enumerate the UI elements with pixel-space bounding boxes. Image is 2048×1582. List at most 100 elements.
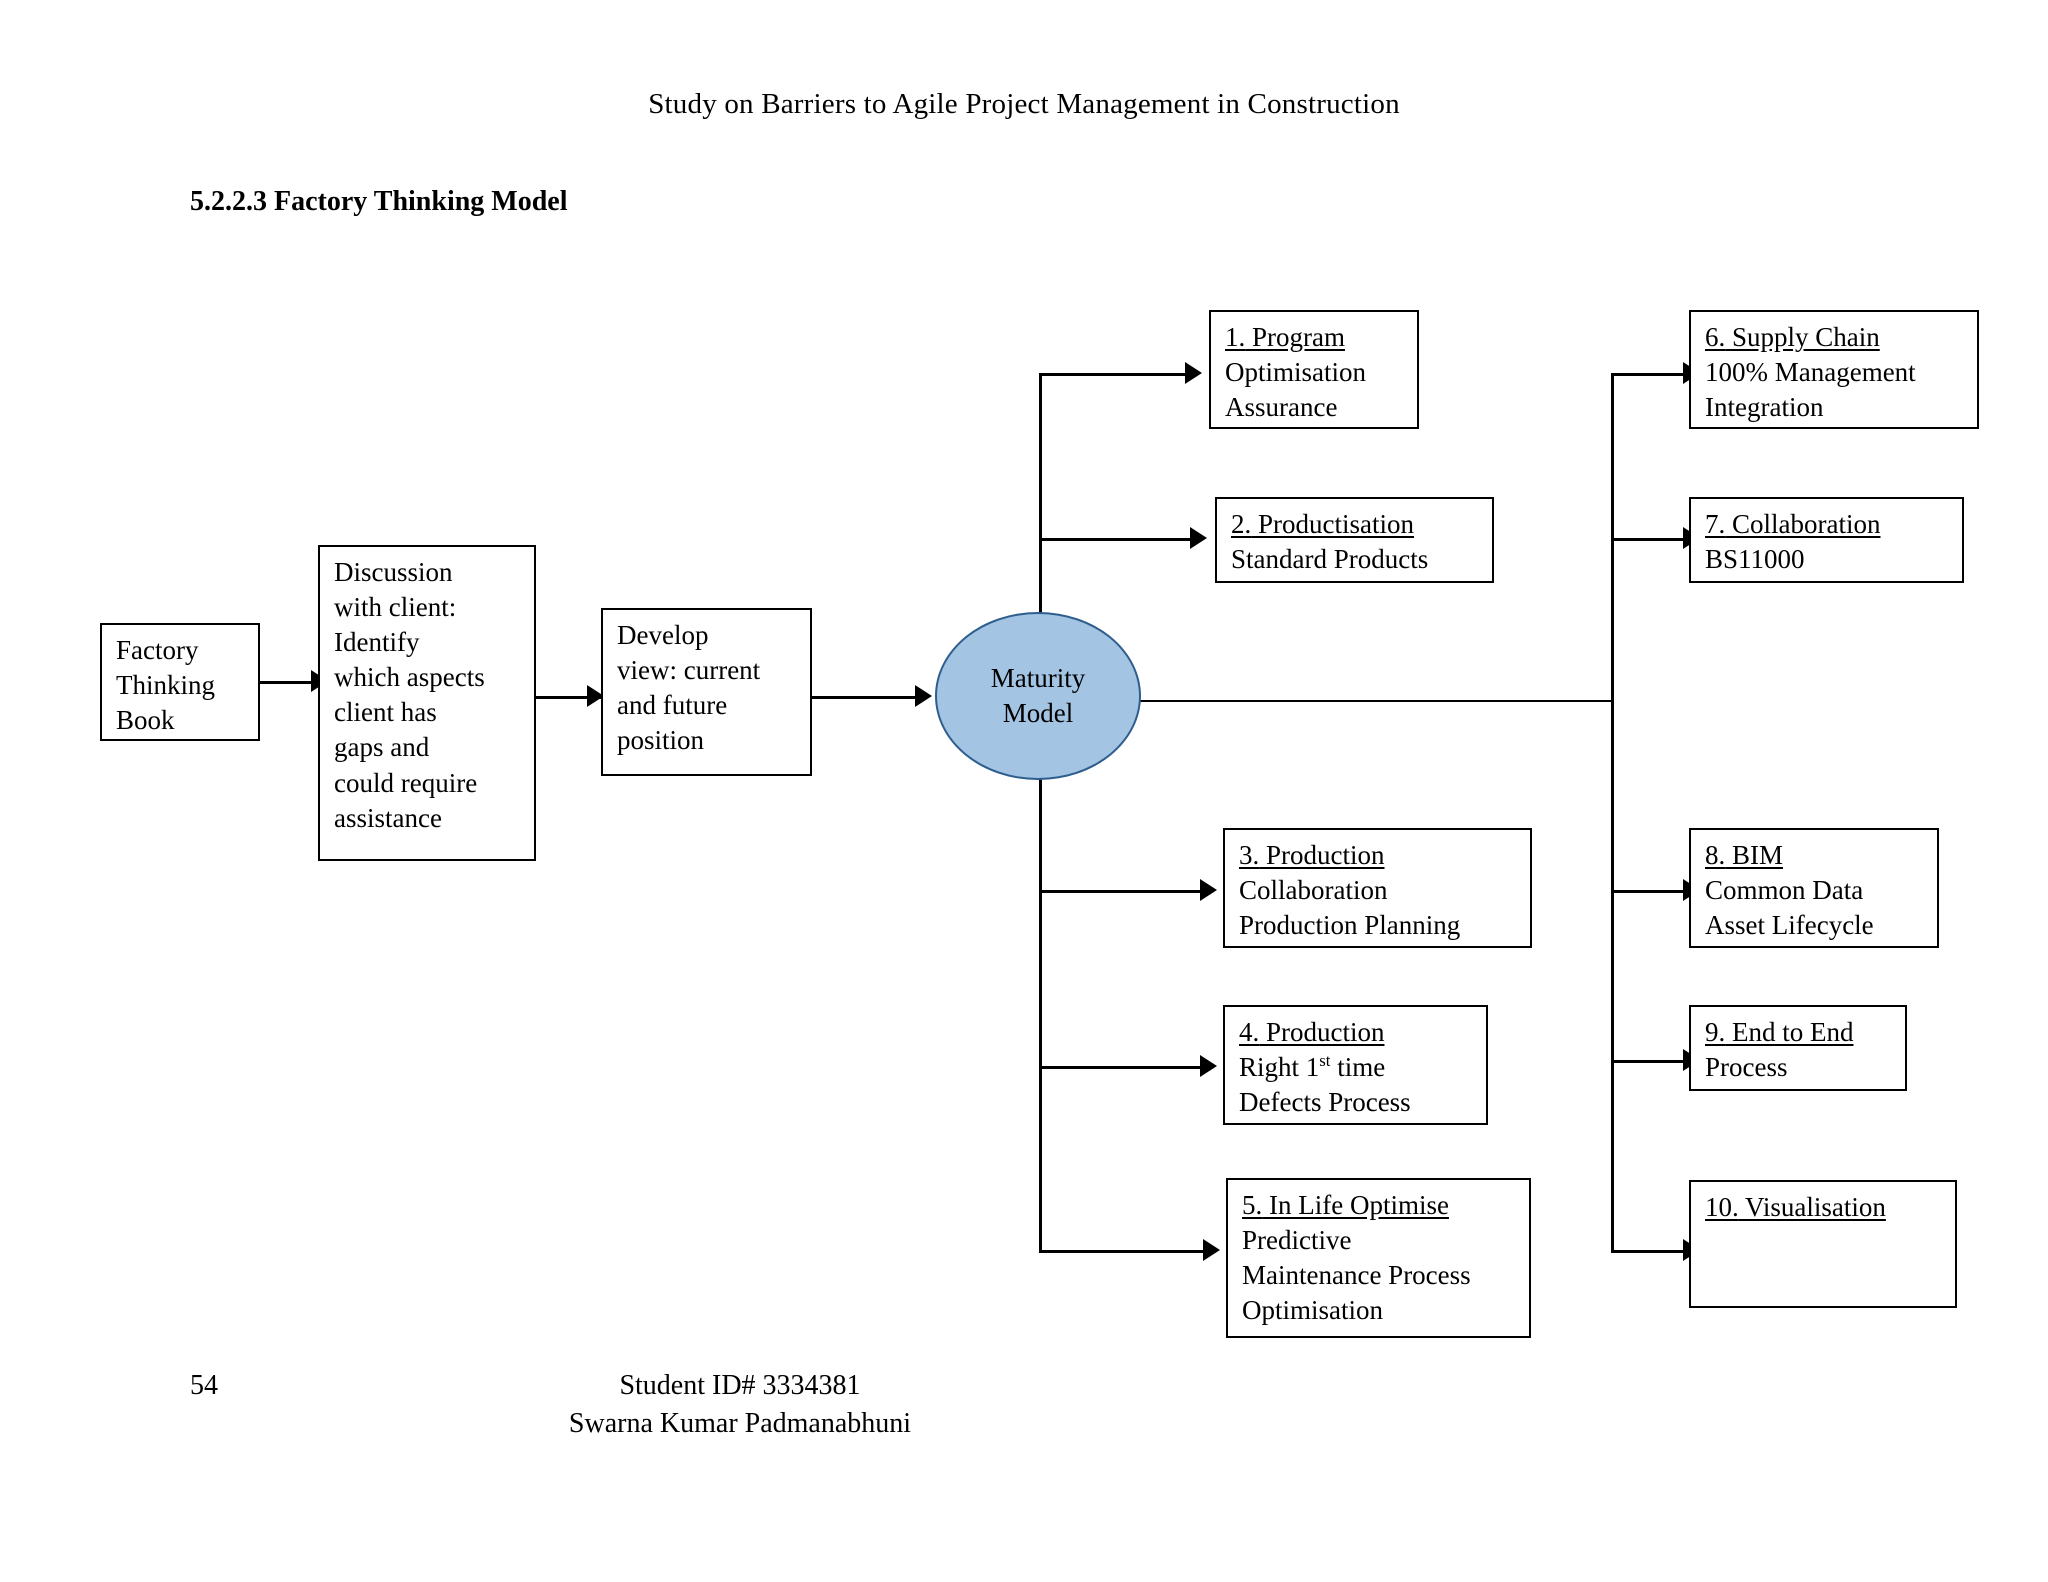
node-develop-view: Develop view: current and future positio… [601,608,812,776]
node-line: Assurance [1225,392,1338,423]
connector-discussion-to-develop [536,696,601,699]
branch-to-box-1 [1039,373,1189,376]
node-line: client has [334,697,437,728]
node-title: Visualisation [1745,1192,1886,1222]
node-box-5-in-life-optimise: 5. In Life Optimise Predictive Maintenan… [1226,1178,1531,1338]
arrowhead [587,685,604,707]
node-box-3-production-collaboration: 3. Production Collaboration Production P… [1223,828,1532,948]
node-line: Optimisation [1225,357,1366,388]
trunk-right-upper [1611,373,1614,701]
node-box-2-productisation: 2. Productisation Standard Products [1215,497,1494,583]
node-number: 3. [1239,840,1260,870]
branch-to-box-2 [1039,538,1194,541]
node-box-9-end-to-end: 9. End to End Process [1689,1005,1907,1091]
node-title-line: 6. Supply Chain [1705,320,1967,355]
node-number: 1. [1225,322,1246,352]
node-title: Production [1266,840,1385,870]
ellipse-line: Model [1002,698,1074,728]
node-line: Production Planning [1239,910,1461,941]
node-line: Predictive [1242,1225,1352,1256]
running-header: Study on Barriers to Agile Project Manag… [648,88,1400,120]
node-title-line: 7. Collaboration [1705,507,1952,542]
node-number: 7. [1705,509,1726,539]
node-number: 5. [1242,1190,1263,1220]
footer-author: Swarna Kumar Padmanabhuni [568,1408,912,1439]
node-line: Asset Lifecycle [1705,910,1874,941]
branch-to-box-7 [1611,538,1687,541]
node-line: position [617,725,705,756]
node-title-line: 1. Program [1225,320,1407,355]
node-line: Develop [617,620,709,650]
arrowhead [1203,1239,1220,1261]
node-box-7-collaboration: 7. Collaboration BS11000 [1689,497,1964,583]
node-title: In Life Optimise [1269,1190,1449,1220]
node-line: Right 1st time [1239,1051,1386,1083]
node-factory-thinking-book: Factory Thinking Book [100,623,260,741]
node-box-4-production-right-first-time: 4. Production Right 1st time Defects Pro… [1223,1005,1488,1125]
node-line: BS11000 [1705,544,1805,575]
node-box-6-supply-chain: 6. Supply Chain 100% Management Integrat… [1689,310,1979,429]
node-line: Optimisation [1242,1295,1383,1326]
ellipse-line: Maturity [990,662,1086,693]
node-line: with client: [334,592,457,623]
node-title: Collaboration [1732,509,1881,539]
node-line: Defects Process [1239,1087,1411,1118]
node-number: 4. [1239,1017,1260,1047]
node-maturity-model: Maturity Model [935,612,1141,780]
trunk-right-lower [1611,700,1614,1253]
connector-develop-to-maturity [812,696,925,699]
node-line: Common Data [1705,875,1864,906]
branch-to-box-5 [1039,1250,1207,1253]
node-line: assistance [334,802,442,833]
node-line: gaps and [334,732,430,763]
arrowhead [915,685,932,707]
node-discussion-with-client: Discussion with client: Identify which a… [318,545,536,861]
node-line: and future [617,690,728,721]
connector-maturity-to-right-trunk [1135,700,1613,702]
node-line: Discussion [334,557,453,587]
node-line: Thinking [116,670,215,701]
node-box-1-program: 1. Program Optimisation Assurance [1209,310,1419,429]
node-line: Identify [334,627,420,658]
connector-book-to-discussion [260,681,317,684]
branch-to-box-10 [1611,1250,1687,1253]
node-number: 10. [1705,1192,1739,1222]
node-box-8-bim: 8. BIM Common Data Asset Lifecycle [1689,828,1939,948]
trunk-left-upper [1039,373,1042,615]
node-line: Book [116,705,175,736]
footer-student-id: Student ID# 3334381 [619,1370,861,1401]
branch-to-box-6 [1611,373,1687,376]
node-number: 2. [1231,509,1252,539]
node-line: 100% Management [1705,357,1916,388]
node-line: Collaboration [1239,875,1388,906]
node-line: Maintenance Process [1242,1260,1471,1291]
arrowhead [1190,527,1207,549]
arrowhead [1185,362,1202,384]
node-number: 8. [1705,840,1726,870]
branch-to-box-3 [1039,890,1204,893]
node-title-line: 8. BIM [1705,838,1927,873]
branch-to-box-9 [1611,1060,1687,1063]
node-line: Standard Products [1231,544,1429,575]
node-line: Factory [116,635,199,665]
node-title-line: 4. Production [1239,1015,1476,1050]
node-title: End to End [1732,1017,1854,1047]
node-line: view: current [617,655,761,686]
node-title: Production [1266,1017,1385,1047]
branch-to-box-8 [1611,890,1687,893]
ordinal-suffix: st [1319,1051,1331,1071]
node-title-line: 10. Visualisation [1705,1190,1945,1225]
node-title: BIM [1732,840,1784,870]
node-line: which aspects [334,662,485,693]
trunk-left-lower [1039,775,1042,1253]
node-title-line: 2. Productisation [1231,507,1482,542]
node-title: Productisation [1258,509,1414,539]
arrowhead [1200,1055,1217,1077]
section-heading: 5.2.2.3 Factory Thinking Model [190,186,568,217]
node-number: 6. [1705,322,1726,352]
node-title-line: 5. In Life Optimise [1242,1188,1519,1223]
node-box-10-visualisation: 10. Visualisation [1689,1180,1957,1308]
node-line: Integration [1705,392,1824,423]
node-number: 9. [1705,1017,1726,1047]
